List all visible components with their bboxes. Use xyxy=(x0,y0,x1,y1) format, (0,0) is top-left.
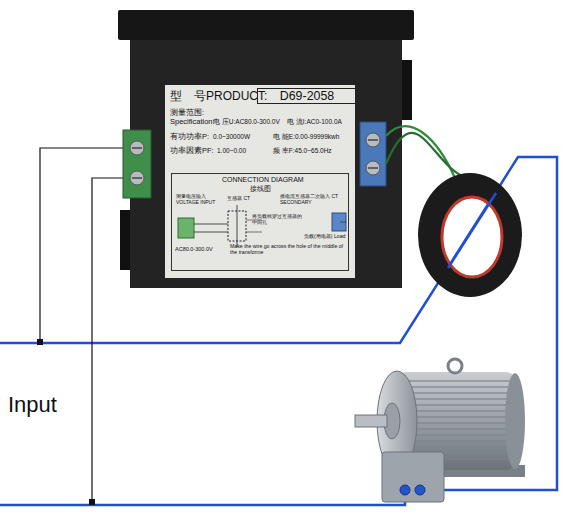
mini-voltage-terminal xyxy=(178,218,194,238)
junction-dot xyxy=(37,339,43,345)
junction-dot xyxy=(89,499,95,505)
spec-text: Specification: xyxy=(170,118,215,127)
side-clip xyxy=(120,210,130,270)
ct-terminal xyxy=(360,122,386,186)
mini-ct-terminal xyxy=(332,213,346,231)
ct-lead xyxy=(386,133,462,176)
spec-text: 0.0~30000W xyxy=(213,133,250,140)
motor xyxy=(355,359,525,502)
spec-text: 有功功率P: xyxy=(170,133,209,142)
supply-wire xyxy=(0,492,405,505)
current-transformer xyxy=(418,173,522,297)
meter-body xyxy=(130,36,402,288)
diagram-note: Make the wire go across the hole of the … xyxy=(230,244,344,256)
diagram-note: CONNECTION DIAGRAM xyxy=(222,176,304,184)
diagram-note: AC80.0-300.0V xyxy=(175,246,213,252)
diagram-note: 将负载线穿过互感器的中间孔 xyxy=(252,214,306,226)
voltage-lead xyxy=(40,148,137,340)
meter-bezel xyxy=(118,10,414,40)
input-label: Input xyxy=(8,392,57,417)
spec-text: 频 率F:45.0~65.0Hz xyxy=(273,147,332,154)
spec-text: 1.00~0.00 xyxy=(217,147,246,154)
diagram-note: 互感器 CT xyxy=(227,196,275,202)
diagram-note: 接电流互感器二次输入 CT SECONDARY xyxy=(280,194,346,206)
ct-lead xyxy=(386,126,455,178)
spec-text: 型 号PRODUCT: xyxy=(170,90,267,104)
spec-text: D69-2058 xyxy=(257,88,357,104)
spec-text: 测量范围: xyxy=(170,109,204,118)
spec-text: 功率因素PF: xyxy=(170,147,214,156)
spec-text: 电 流I:AC0-100.0A xyxy=(287,118,342,125)
diagram-note: 测量电压输入 VOLTAGE INPUT xyxy=(176,194,222,206)
diagram-note: 接线图 xyxy=(250,185,271,192)
diagram-note: 负载(用电器) Load xyxy=(304,234,348,240)
product-sticker xyxy=(165,85,355,278)
spec-text: 电 能E:0.00-99999kwh xyxy=(273,133,339,140)
spec-text: 电 压U:AC80.0-300.0V xyxy=(213,118,280,125)
connection-diagram-box: CONNECTION DIAGRAM接线图测量电压输入 VOLTAGE INPU… xyxy=(171,173,349,271)
voltage-terminal xyxy=(123,130,151,198)
side-clip xyxy=(402,60,412,120)
product-sticker-box: 型 号PRODUCT:D69-2058测量范围:Specification:电 … xyxy=(165,85,355,278)
